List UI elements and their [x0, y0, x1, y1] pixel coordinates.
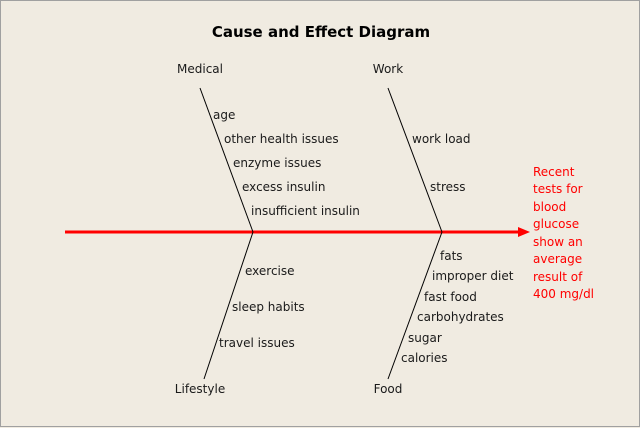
category-label-food: Food: [374, 382, 403, 396]
cause-label: sugar: [408, 331, 442, 345]
category-label-medical: Medical: [177, 62, 223, 76]
effect-line: average: [533, 252, 582, 266]
effect-line: show an: [533, 235, 583, 249]
cause-label: excess insulin: [242, 180, 325, 194]
effect-line: Recent: [533, 165, 575, 179]
cause-label: fast food: [424, 290, 477, 304]
cause-label: fats: [440, 249, 463, 263]
effect-line: glucose: [533, 217, 579, 231]
cause-label: sleep habits: [232, 300, 305, 314]
effect-line: result of: [533, 270, 583, 284]
category-label-lifestyle: Lifestyle: [175, 382, 225, 396]
effect-line: blood: [533, 200, 566, 214]
cause-label: enzyme issues: [233, 156, 321, 170]
cause-label: work load: [412, 132, 471, 146]
cause-label: carbohydrates: [417, 310, 504, 324]
cause-label: insufficient insulin: [251, 204, 360, 218]
arrowhead-icon: [518, 227, 530, 237]
cause-label: calories: [401, 351, 448, 365]
cause-label: exercise: [245, 264, 295, 278]
bone-food: [387, 231, 443, 380]
cause-label: improper diet: [432, 269, 514, 283]
bone-lifestyle: [203, 231, 254, 380]
diagram-title: Cause and Effect Diagram: [212, 23, 430, 41]
effect-line: tests for: [533, 182, 583, 196]
cause-label: stress: [430, 180, 466, 194]
bone-work: [387, 87, 443, 233]
effect-line: 400 mg/dl: [533, 287, 594, 301]
cause-label: travel issues: [219, 336, 295, 350]
category-label-work: Work: [373, 62, 403, 76]
cause-label: age: [213, 108, 235, 122]
effect-statement: Recent tests for blood glucose show an a…: [533, 165, 594, 301]
cause-label: other health issues: [224, 132, 339, 146]
bone-medical: [199, 87, 254, 233]
